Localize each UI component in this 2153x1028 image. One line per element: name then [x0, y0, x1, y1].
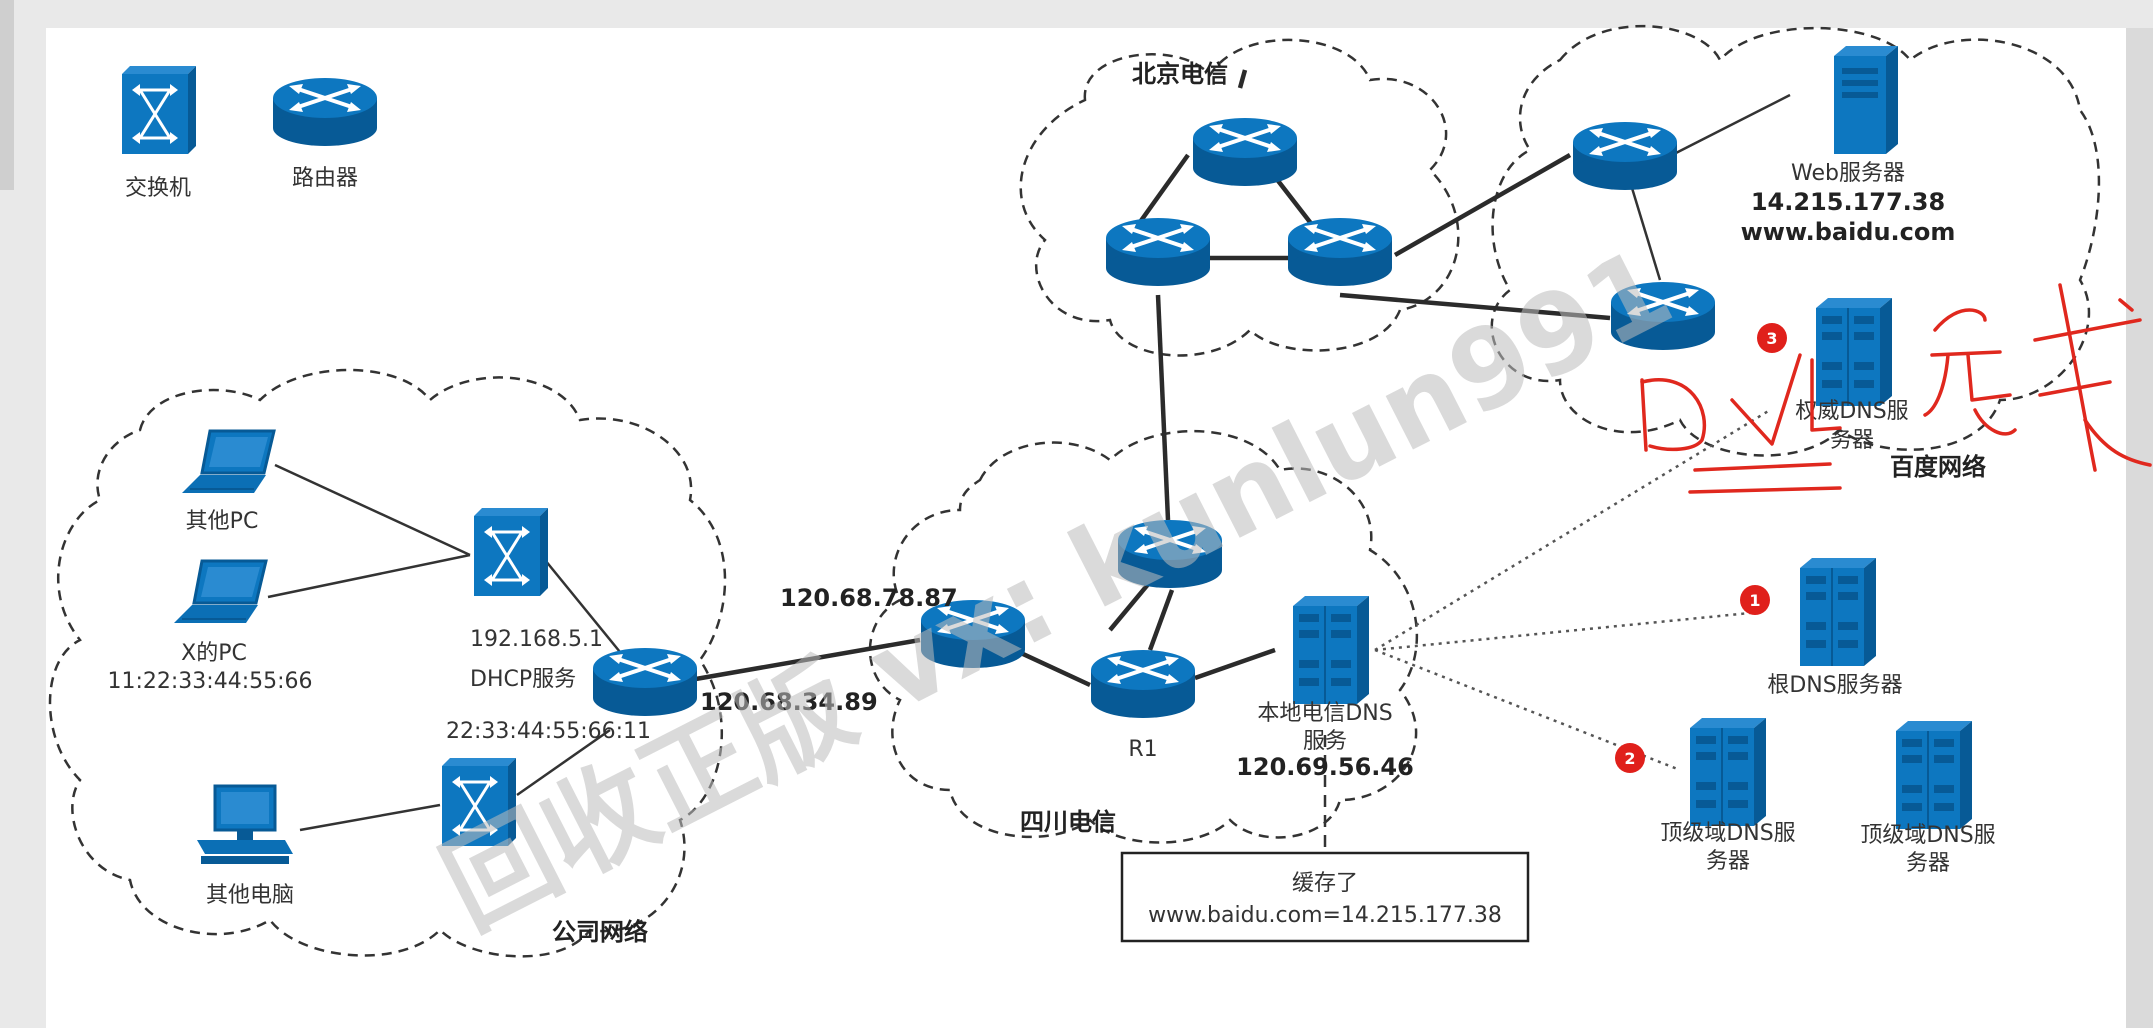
local-dns-label-line2: 服务 — [1303, 729, 1347, 754]
other-pc-label: 其他PC — [186, 509, 259, 534]
sichuan-cloud — [868, 429, 1419, 844]
r1-router-icon — [1089, 648, 1197, 720]
tld-dns-1-label-line1: 顶级域DNS服 — [1660, 821, 1795, 846]
local-dns-ip: 120.69.56.46 — [1236, 753, 1414, 781]
gateway-mac: 22:33:44:55:66:11 — [446, 719, 651, 744]
region-label-baidu: 百度网络 — [1890, 453, 1986, 481]
company-gateway-router-icon — [591, 646, 699, 718]
gateway-wan-ip: 120.68.34.89 — [700, 688, 878, 716]
legend-switch-icon — [120, 64, 198, 156]
cache-line2: www.baidu.com=14.215.177.38 — [1148, 903, 1502, 928]
tld-dns-1-label-line2: 务器 — [1706, 849, 1750, 874]
auth-dns-label-line2: 务器 — [1830, 428, 1874, 453]
root-dns-label: 根DNS服务器 — [1767, 673, 1902, 698]
local-dns-label-line1: 本地电信DNS — [1257, 701, 1392, 726]
svg-text:3: 3 — [1766, 329, 1777, 348]
other-computer-label: 其他电脑 — [206, 883, 294, 908]
legend-router-label: 路由器 — [292, 166, 358, 191]
company-switch-top-icon — [472, 506, 550, 598]
beijing-cloud — [1019, 38, 1460, 357]
cache-line1: 缓存了 — [1292, 871, 1358, 896]
auth-dns-label-line1: 权威DNS服 — [1795, 399, 1908, 424]
beijing-router-left-icon — [1104, 216, 1212, 288]
beijing-router-right-icon — [1286, 216, 1394, 288]
company-cloud — [48, 368, 727, 958]
auth-dns-server-icon — [1815, 297, 1893, 407]
legend-router-icon — [271, 76, 379, 148]
network-links — [689, 69, 1611, 688]
right-scroll-area[interactable] — [2126, 28, 2153, 1028]
sichuan-edge-ip: 120.68.78.87 — [780, 584, 958, 612]
x-pc-label: X的PC — [181, 641, 247, 666]
tld-dns-server-2-icon — [1895, 720, 1973, 830]
web-server-icon — [1834, 46, 1898, 154]
badge-1: 1 — [1740, 585, 1770, 615]
svg-text:1: 1 — [1749, 591, 1760, 610]
region-label-beijing: 北京电信 — [1132, 60, 1228, 88]
tld-dns-2-label-line1: 顶级域DNS服 — [1860, 823, 1995, 848]
canvas-page — [46, 28, 2126, 1028]
web-server-label: Web服务器 — [1791, 161, 1905, 186]
tld-dns-2-label-line2: 务器 — [1906, 851, 1950, 876]
badge-3: 3 — [1757, 323, 1787, 353]
region-label-company: 公司网络 — [552, 918, 648, 946]
badge-2: 2 — [1615, 743, 1645, 773]
local-dns-server-icon — [1292, 595, 1370, 705]
handwriting-annotation — [1640, 283, 2152, 494]
web-server-ip: 14.215.177.38 — [1751, 188, 1945, 216]
web-server-domain: www.baidu.com — [1741, 218, 1956, 246]
tld-dns-server-1-icon — [1689, 717, 1767, 827]
legend-switch-label: 交换机 — [125, 176, 191, 201]
beijing-router-top-icon — [1191, 116, 1299, 188]
gateway-service: DHCP服务 — [470, 667, 576, 692]
baidu-cloud — [1490, 24, 2101, 457]
cache-box — [1120, 851, 1530, 943]
svg-text:2: 2 — [1624, 749, 1635, 768]
region-label-sichuan: 四川电信 — [1020, 808, 1116, 836]
left-edge-panel — [0, 0, 14, 190]
root-dns-server-icon — [1799, 557, 1877, 667]
gateway-ip: 192.168.5.1 — [470, 627, 603, 652]
x-pc-mac: 11:22:33:44:55:66 — [107, 669, 312, 694]
baidu-router-top-icon — [1571, 120, 1679, 192]
r1-label: R1 — [1128, 737, 1157, 762]
